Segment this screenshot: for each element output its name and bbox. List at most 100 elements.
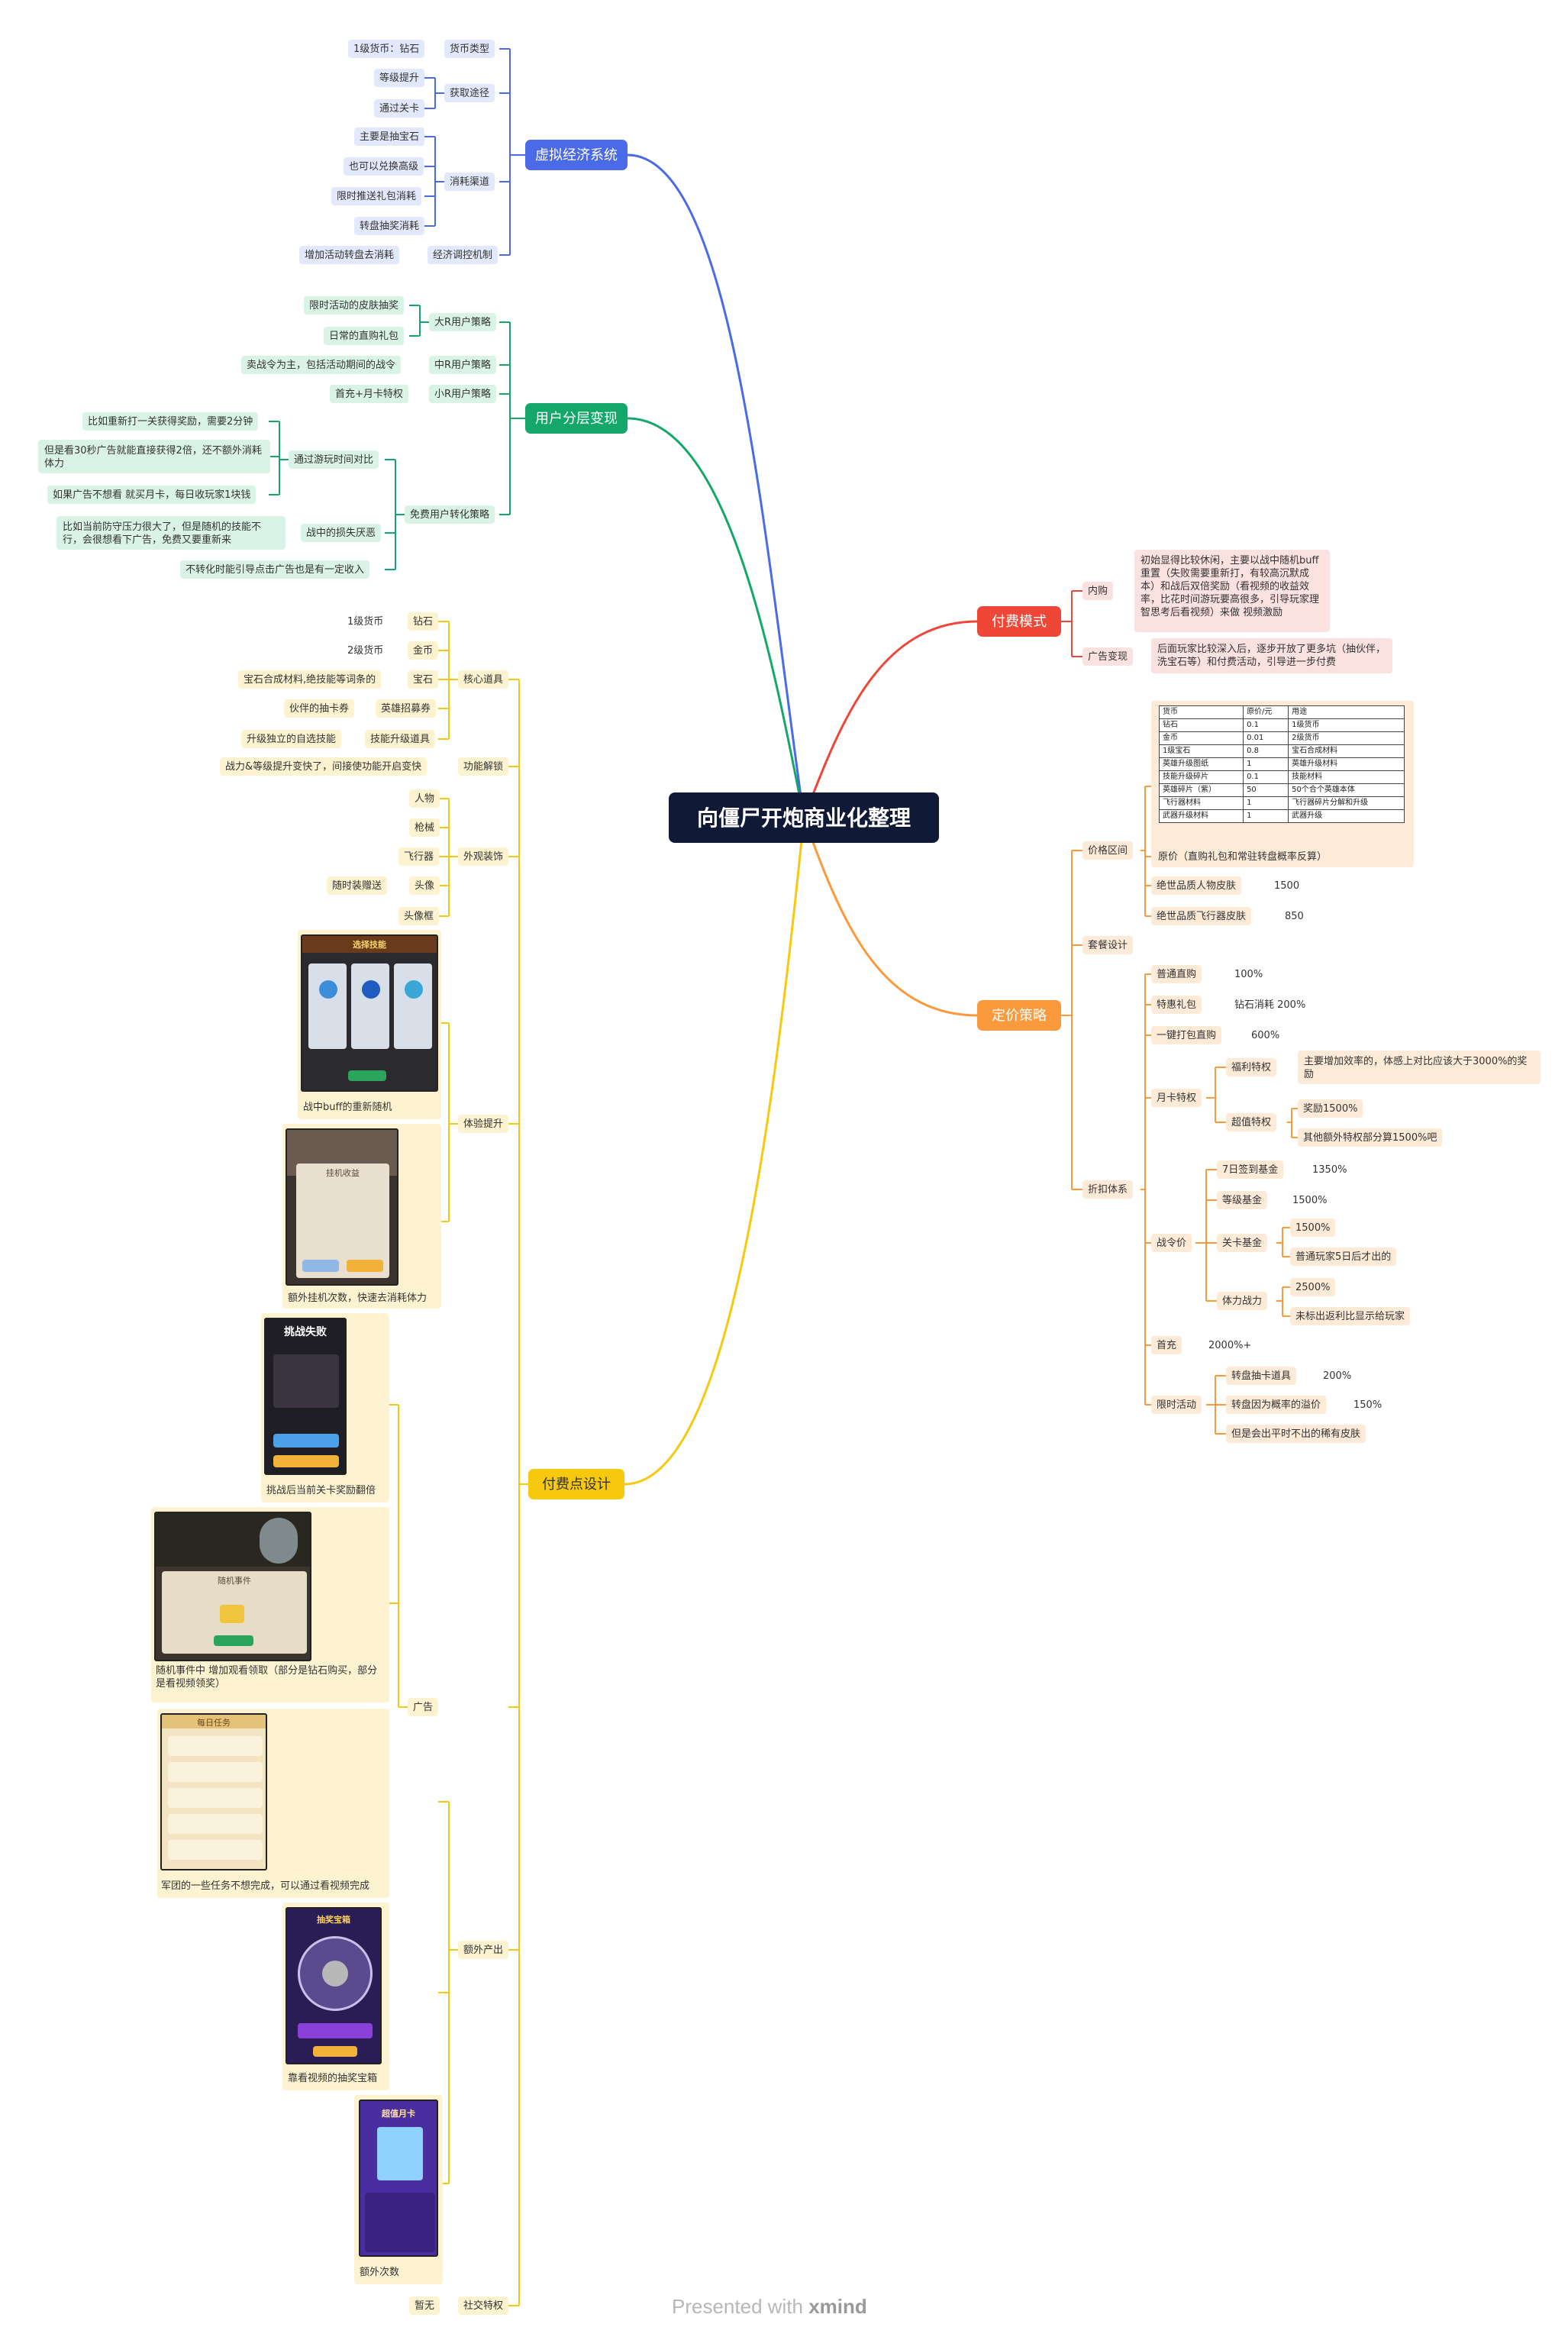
free-3[interactable]: 不转化时能引导点击广告也是有一定收入: [180, 560, 370, 579]
d-level[interactable]: 等级基金: [1217, 1191, 1268, 1209]
core-3-desc[interactable]: 宝石合成材料,绝技能等词条的: [238, 670, 382, 689]
time-3[interactable]: 如果广告不想看 就买月卡，每日收玩家1块钱: [47, 486, 256, 504]
price-range[interactable]: 价格区间: [1082, 841, 1134, 860]
free[interactable]: 免费用户转化策略: [405, 505, 495, 524]
obtain-1[interactable]: 等级提升: [374, 69, 425, 87]
branch-pay-mode[interactable]: 付费模式: [977, 606, 1061, 637]
skin-4-desc[interactable]: 随时装赠送: [327, 876, 388, 895]
mid-r-1[interactable]: 卖战令为主，包括活动期间的战令: [241, 356, 402, 374]
d-month[interactable]: 月卡特权: [1151, 1089, 1202, 1107]
core-2[interactable]: 金币: [408, 641, 439, 660]
consume-1[interactable]: 主要是抽宝石: [354, 127, 425, 146]
skin-2[interactable]: 枪械: [409, 818, 440, 837]
iap[interactable]: 内购: [1082, 582, 1114, 600]
extra-output[interactable]: 额外产出: [458, 1941, 509, 1959]
d-pass[interactable]: 战令价: [1151, 1234, 1192, 1252]
price-table-cell: 0.1: [1243, 770, 1289, 784]
screenshot-buff-reroll: 选择技能: [301, 934, 438, 1092]
time-1[interactable]: 比如重新打一关获得奖励，需要2分钟: [82, 412, 259, 431]
core-4[interactable]: 英雄招募券: [376, 699, 437, 718]
experience[interactable]: 体验提升: [458, 1115, 509, 1133]
extra-2-caption: 靠看视频的抽奖宝箱: [288, 2072, 378, 2084]
d-direct-value: 100%: [1234, 968, 1263, 980]
loss[interactable]: 战中的损失厌恶: [301, 524, 382, 542]
d-oneclick[interactable]: 一键打包直购: [1151, 1026, 1222, 1044]
root-topic[interactable]: 向僵尸开炮商业化整理: [669, 792, 939, 843]
d-7day[interactable]: 7日签到基金: [1217, 1160, 1284, 1179]
d-stage-2[interactable]: 普通玩家5日后才出的: [1290, 1247, 1397, 1266]
d-super[interactable]: 超值特权: [1226, 1113, 1277, 1131]
ad-monetize[interactable]: 广告变现: [1082, 647, 1134, 666]
branch-pay-points[interactable]: 付费点设计: [528, 1469, 624, 1499]
core-5[interactable]: 技能升级道具: [365, 730, 436, 748]
d-direct[interactable]: 普通直购: [1151, 965, 1202, 983]
d-stamina-2[interactable]: 未标出返利比显示给玩家: [1290, 1307, 1411, 1325]
d-limited[interactable]: 限时活动: [1151, 1396, 1202, 1414]
mid-r[interactable]: 中R用户策略: [429, 356, 497, 374]
price-table-cell: 英雄升级图纸: [1158, 757, 1244, 771]
branch-pricing[interactable]: 定价策略: [977, 1000, 1061, 1031]
iap-desc[interactable]: 初始显得比较休闲，主要以战中随机buff重置（失败需要重新打，有较高沉默成本）和…: [1134, 550, 1330, 632]
d-welfare[interactable]: 福利特权: [1226, 1058, 1277, 1076]
social[interactable]: 社交特权: [458, 2296, 509, 2315]
skin-5[interactable]: 头像框: [398, 907, 440, 925]
d-stamina-1[interactable]: 2500%: [1290, 1278, 1336, 1296]
core-3[interactable]: 宝石: [408, 670, 439, 689]
d-first-value: 2000%+: [1208, 1339, 1252, 1351]
small-r-1[interactable]: 首充+月卡特权: [330, 385, 408, 403]
ad-desc[interactable]: 后面玩家比较深入后，逐步开放了更多坑（抽伙伴，洗宝石等）和付费活动，引导进一步付…: [1151, 638, 1392, 673]
range-1[interactable]: 原价（直购礼包和常驻转盘概率反算）: [1158, 850, 1328, 863]
big-r[interactable]: 大R用户策略: [429, 313, 497, 331]
consume-3[interactable]: 限时推送礼包消耗: [331, 187, 422, 205]
unlock-desc[interactable]: 战力&等级提升变快了，间接使功能开启变快: [220, 757, 427, 776]
unlock[interactable]: 功能解锁: [458, 757, 509, 776]
skin-3[interactable]: 飞行器: [398, 847, 440, 866]
d-stamina[interactable]: 体力战力: [1217, 1292, 1268, 1310]
skin-1[interactable]: 人物: [409, 789, 440, 808]
social-1[interactable]: 暂无: [409, 2296, 440, 2315]
range-2[interactable]: 绝世品质人物皮肤: [1151, 876, 1242, 895]
d-special[interactable]: 特惠礼包: [1151, 996, 1202, 1014]
consume[interactable]: 消耗渠道: [444, 173, 495, 191]
currency-1[interactable]: 1级货币：钻石: [348, 40, 425, 58]
consume-4[interactable]: 转盘抽奖消耗: [354, 217, 425, 235]
big-r-1[interactable]: 限时活动的皮肤抽奖: [304, 296, 405, 315]
branch-layers[interactable]: 用户分层变现: [525, 403, 628, 434]
core-items[interactable]: 核心道具: [458, 670, 509, 689]
d-stage[interactable]: 关卡基金: [1217, 1234, 1268, 1252]
range-3[interactable]: 绝世品质飞行器皮肤: [1151, 907, 1252, 925]
ads[interactable]: 广告: [408, 1698, 439, 1716]
d-lim-3[interactable]: 但是会出平时不出的稀有皮肤: [1226, 1425, 1366, 1443]
obtain-2[interactable]: 通过关卡: [374, 99, 425, 118]
d-first[interactable]: 首充: [1151, 1336, 1182, 1354]
d-stage-1[interactable]: 1500%: [1290, 1218, 1336, 1237]
skins[interactable]: 外观装饰: [458, 847, 509, 866]
d-welfare-value[interactable]: 主要增加效率的，体感上对比应该大于3000%的奖励: [1298, 1051, 1541, 1084]
price-table-cell: 武器升级: [1288, 809, 1405, 823]
core-1[interactable]: 钻石: [408, 612, 439, 631]
time[interactable]: 通过游玩时间对比: [289, 450, 379, 469]
package-design[interactable]: 套餐设计: [1082, 936, 1134, 954]
screenshot-guild-tasks: 每日任务: [160, 1713, 267, 1870]
d-lim-2[interactable]: 转盘因为概率的溢价: [1226, 1396, 1327, 1414]
price-table-cell: 用途: [1288, 705, 1405, 719]
small-r[interactable]: 小R用户策略: [429, 385, 497, 403]
core-4-desc[interactable]: 伙伴的抽卡券: [284, 699, 355, 718]
price-table-cell: 1: [1243, 757, 1289, 771]
control-1[interactable]: 增加活动转盘去消耗: [299, 246, 400, 264]
core-5-desc[interactable]: 升级独立的自选技能: [241, 730, 342, 748]
d-lim-1[interactable]: 转盘抽卡道具: [1226, 1367, 1297, 1385]
d-super-2[interactable]: 其他额外特权部分算1500%吧: [1298, 1128, 1443, 1147]
loss-1[interactable]: 比如当前防守压力很大了，但是随机的技能不行，会很想看下广告，免费又要重新来: [56, 516, 286, 550]
currency-type[interactable]: 货币类型: [444, 40, 495, 58]
big-r-2[interactable]: 日常的直购礼包: [324, 327, 405, 345]
discount-system[interactable]: 折扣体系: [1082, 1180, 1134, 1199]
control[interactable]: 经济调控机制: [427, 246, 498, 264]
d-super-1[interactable]: 奖励1500%: [1298, 1099, 1363, 1118]
time-2[interactable]: 但是看30秒广告就能直接获得2倍，还不额外消耗体力: [38, 440, 270, 473]
obtain[interactable]: 获取途径: [444, 84, 495, 102]
consume-2[interactable]: 也可以兑换高级: [344, 157, 424, 176]
skin-4[interactable]: 头像: [409, 876, 440, 895]
branch-economy[interactable]: 虚拟经济系统: [525, 140, 628, 170]
